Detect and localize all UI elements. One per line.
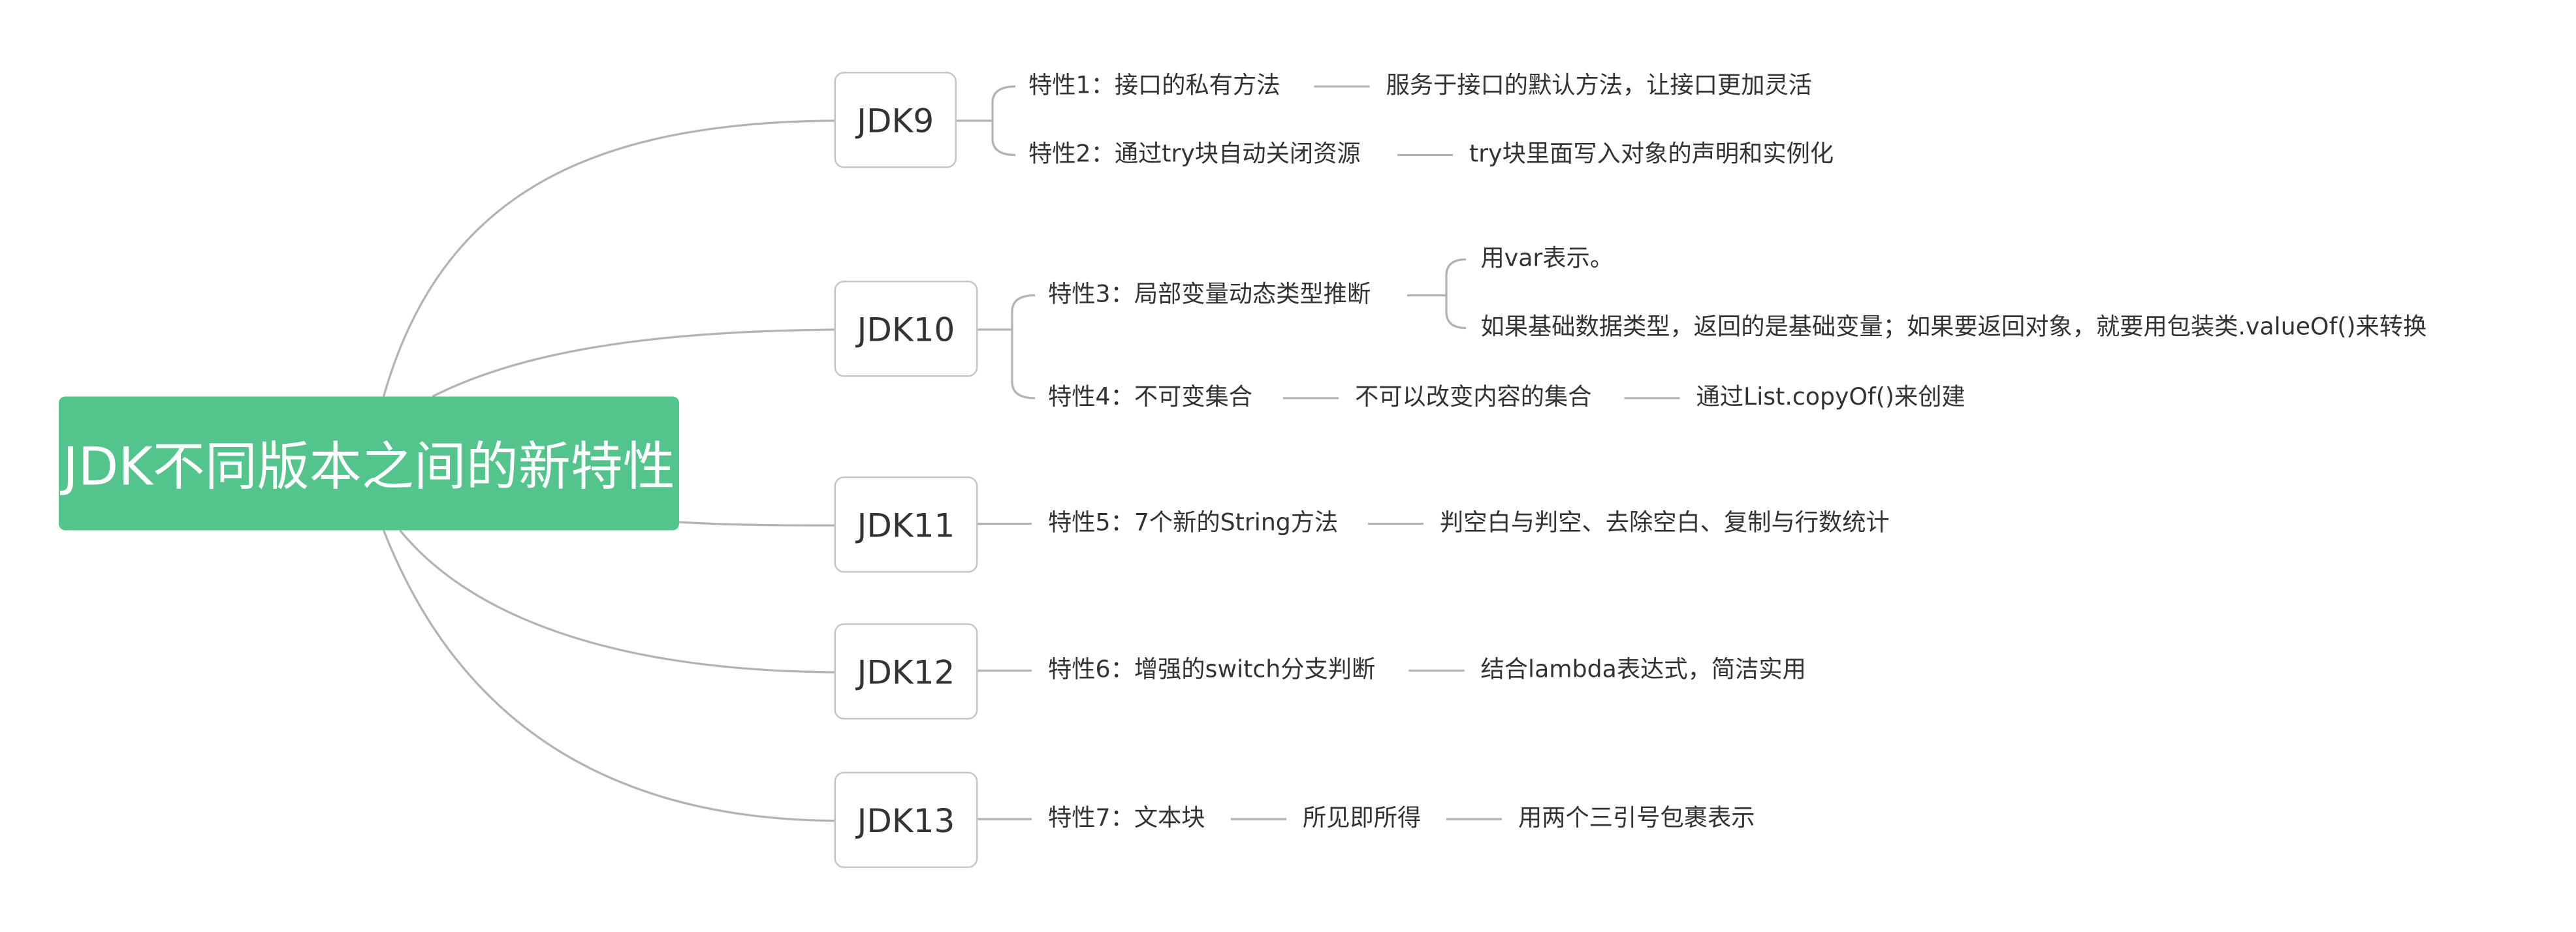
feature-5[interactable]: 特性5：7个新的String方法	[1048, 510, 1339, 537]
feature-7[interactable]: 特性7：文本块	[1048, 806, 1205, 832]
feature-7-detail-2[interactable]: 用两个三引号包裹表示	[1518, 806, 1755, 832]
feature-4[interactable]: 特性4：不可变集合	[1048, 385, 1253, 411]
feature-4-detail[interactable]: 不可以改变内容的集合	[1355, 385, 1592, 411]
feature-2-detail[interactable]: try块里面写入对象的声明和实例化	[1469, 142, 1834, 168]
feature-6[interactable]: 特性6：增强的switch分支判断	[1048, 657, 1376, 684]
node-jdk13[interactable]: JDK13	[834, 771, 978, 868]
feature-3-note-2[interactable]: 如果基础数据类型，返回的是基础变量；如果要返回对象，就要用包装类.valueOf…	[1480, 315, 2427, 341]
connector-root-jdk11	[678, 521, 835, 527]
node-jdk11[interactable]: JDK11	[834, 476, 978, 573]
feature-6-detail[interactable]: 结合lambda表达式，简洁实用	[1480, 657, 1806, 684]
node-jdk9[interactable]: JDK9	[834, 72, 957, 168]
node-jdk12[interactable]: JDK12	[834, 623, 978, 720]
feature-7-detail[interactable]: 所见即所得	[1303, 806, 1422, 832]
connector-jdk10-bracket	[1011, 294, 1036, 399]
connector-root-jdk9	[382, 119, 835, 397]
feature-3[interactable]: 特性3：局部变量动态类型推断	[1048, 282, 1371, 309]
connector-jdk9-bracket	[991, 85, 1016, 157]
feature-2[interactable]: 特性2：通过try块自动关闭资源	[1028, 142, 1361, 168]
feature-3-note-1[interactable]: 用var表示。	[1480, 246, 1614, 273]
connector-root-jdk10	[432, 328, 835, 397]
node-jdk10[interactable]: JDK10	[834, 281, 978, 377]
feature-1-detail[interactable]: 服务于接口的默认方法，让接口更加灵活	[1386, 73, 1813, 100]
feature-4-detail-2[interactable]: 通过List.copyOf()来创建	[1696, 385, 1965, 411]
root-topic[interactable]: JDK不同版本之间的新特性	[59, 396, 679, 531]
connector-root-jdk12	[399, 529, 835, 674]
connector-f3-bracket	[1445, 258, 1467, 330]
connector-root-jdk13	[382, 529, 835, 822]
feature-1[interactable]: 特性1：接口的私有方法	[1028, 73, 1280, 100]
feature-5-detail[interactable]: 判空白与判空、去除空白、复制与行数统计	[1440, 510, 1890, 537]
